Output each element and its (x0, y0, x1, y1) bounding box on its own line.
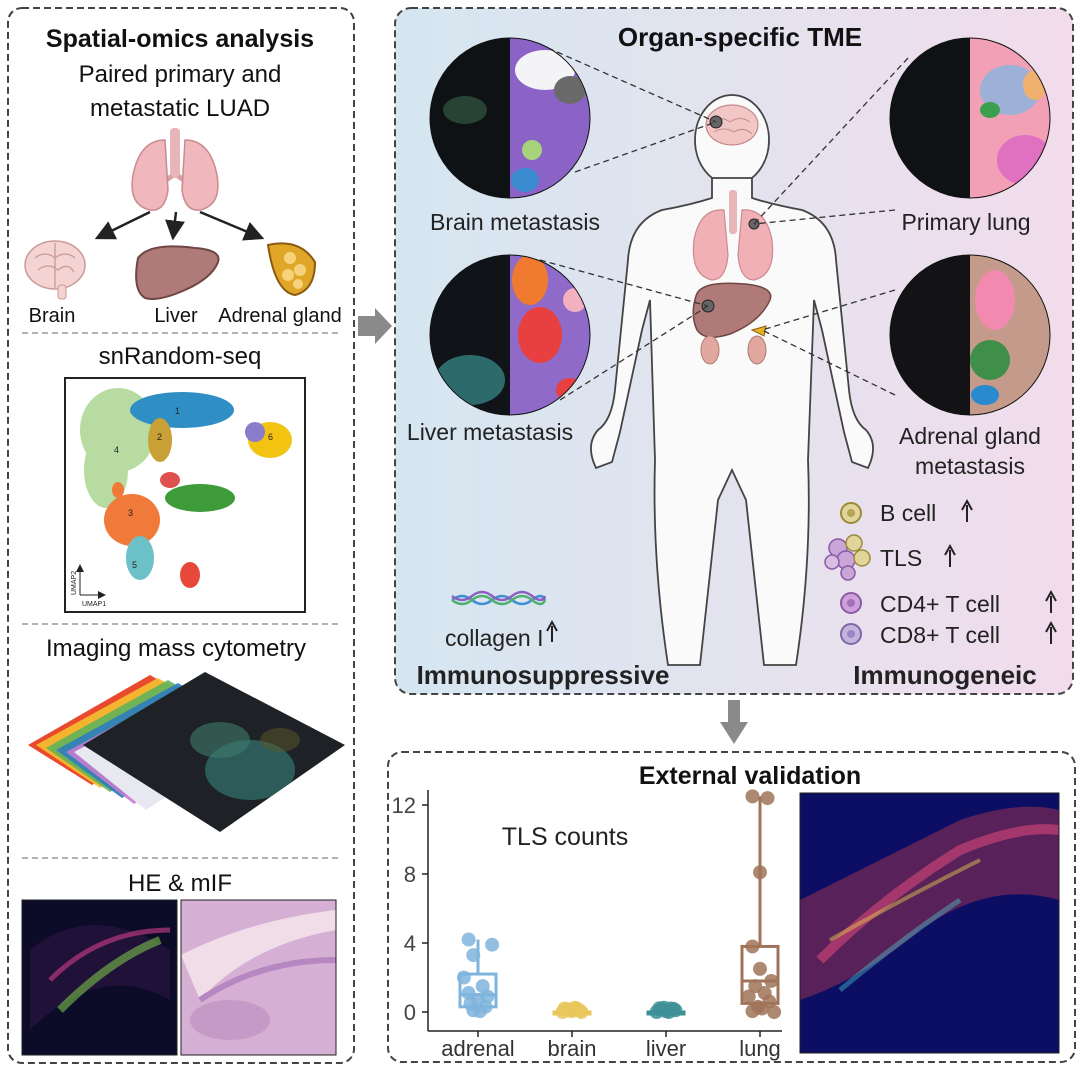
site-label-adrenal-line2: metastasis (915, 453, 1025, 479)
data-point-lung (745, 789, 760, 804)
data-point-lung (767, 1005, 782, 1019)
brain-icon (24, 240, 86, 300)
arrow-to-validation (720, 700, 748, 744)
immunogeneic-label: Immunogeneic (853, 660, 1036, 690)
tme-panel-border (394, 7, 1074, 695)
lungs-icon (131, 128, 219, 211)
snrandom-seq-title: snRandom-seq (99, 343, 262, 370)
data-point-lung (754, 1001, 769, 1016)
tls-label: TLS (880, 545, 922, 571)
x-tick-label-liver: liver (646, 1036, 686, 1061)
b-cell-label: B cell (880, 500, 936, 526)
umap-plot (80, 388, 292, 588)
adrenal-metastasis-image (889, 254, 1051, 416)
data-point-adrenal (461, 932, 476, 947)
data-point-lung (760, 791, 775, 806)
data-point-lung (753, 961, 767, 976)
x-tick-label-adrenal: adrenal (441, 1036, 514, 1061)
immunosuppressive-label: Immunosuppressive (417, 660, 670, 690)
arrow-to-brain (94, 210, 151, 240)
data-point-lung (741, 989, 756, 1004)
left-panel-border (7, 7, 355, 1064)
x-tick-label-lung: lung (739, 1036, 781, 1061)
site-label-brain: Brain metastasis (430, 209, 600, 235)
brain-metastasis-image (429, 37, 591, 199)
umap-cluster-2: 2 (157, 432, 162, 442)
data-point-lung (764, 973, 779, 988)
data-point-adrenal (485, 937, 500, 952)
luad-subtitle-line1: Paired primary and (79, 61, 282, 88)
data-point-brain (572, 1003, 587, 1018)
umap-cluster-1: 1 (175, 406, 180, 416)
validation-panel-border (387, 751, 1076, 1063)
tls-counts-chart: TLS counts 0 4 8 12 adrenal brain liver lung (392, 789, 782, 1061)
mif-image (21, 899, 178, 1056)
data-point-brain (557, 1001, 572, 1016)
tls-up-arrow (944, 543, 956, 567)
cd8-t-cell-label: CD8+ T cell (880, 622, 1000, 648)
data-point-liver (652, 1001, 667, 1016)
umap-cluster-4: 4 (114, 445, 119, 455)
arrow-to-tme-panel (358, 308, 392, 344)
data-point-adrenal (472, 1004, 487, 1019)
collagen-up-arrow (546, 619, 558, 642)
arrow-to-adrenal (199, 210, 265, 241)
tme-title: Organ-specific TME (618, 22, 862, 52)
site-label-primary: Primary lung (901, 209, 1030, 235)
y-tick-label: 4 (404, 931, 416, 956)
head-brain-icon (705, 104, 759, 146)
umap-axis-x-label: UMAP1 (82, 601, 106, 608)
tls-icon (824, 534, 871, 581)
liver-metastasis-image (429, 254, 591, 416)
umap-cluster-5: 5 (132, 560, 137, 570)
cd4-t-cell-label: CD4+ T cell (880, 591, 1000, 617)
luad-subtitle-line2: metastatic LUAD (90, 95, 270, 122)
validation-title: External validation (639, 762, 861, 790)
y-tick-label: 12 (392, 793, 416, 818)
liver-icon (135, 245, 220, 300)
x-tick-label-brain: brain (548, 1036, 597, 1061)
collagen-label: collagen I (445, 625, 543, 651)
data-point-adrenal (466, 948, 481, 963)
b-cell-icon (840, 502, 862, 524)
umap-axis-y-label: UMAP2 (71, 571, 78, 595)
adrenal-gland-icon (266, 242, 317, 297)
data-point-lung (753, 865, 767, 880)
chart-title: TLS counts (502, 823, 628, 851)
cd4-up-arrow (1045, 589, 1057, 613)
cd4-t-cell-icon (840, 592, 862, 614)
kidneys-icon (700, 325, 767, 365)
imc-title: Imaging mass cytometry (46, 635, 306, 662)
umap-cluster-3: 3 (128, 508, 133, 518)
organ-label-brain: Brain (29, 305, 76, 327)
y-tick-label: 0 (404, 1000, 416, 1025)
cd8-t-cell-icon (840, 623, 862, 645)
organ-label-liver: Liver (154, 305, 198, 327)
imc-layer-stack (28, 672, 345, 832)
connector-lines (539, 47, 909, 401)
y-tick-label: 8 (404, 862, 416, 887)
umap-cluster-6: 6 (268, 432, 273, 442)
validation-mif-image (799, 792, 1060, 1054)
cd8-up-arrow (1045, 620, 1057, 644)
arrow-to-liver (165, 211, 185, 241)
site-label-adrenal-line1: Adrenal gland (899, 423, 1041, 449)
he-mif-title: HE & mIF (128, 870, 232, 897)
chest-lungs-icon (692, 190, 774, 281)
organ-label-adrenal: Adrenal gland (218, 305, 341, 327)
collagen-helix-icon (451, 590, 547, 606)
data-point-lung (745, 939, 760, 954)
data-point-adrenal (456, 970, 471, 985)
spatial-omics-title: Spatial-omics analysis (46, 25, 314, 53)
he-image (180, 899, 337, 1056)
data-point-liver (666, 1001, 681, 1016)
site-label-liver: Liver metastasis (407, 419, 573, 445)
b-cell-up-arrow (961, 498, 973, 522)
